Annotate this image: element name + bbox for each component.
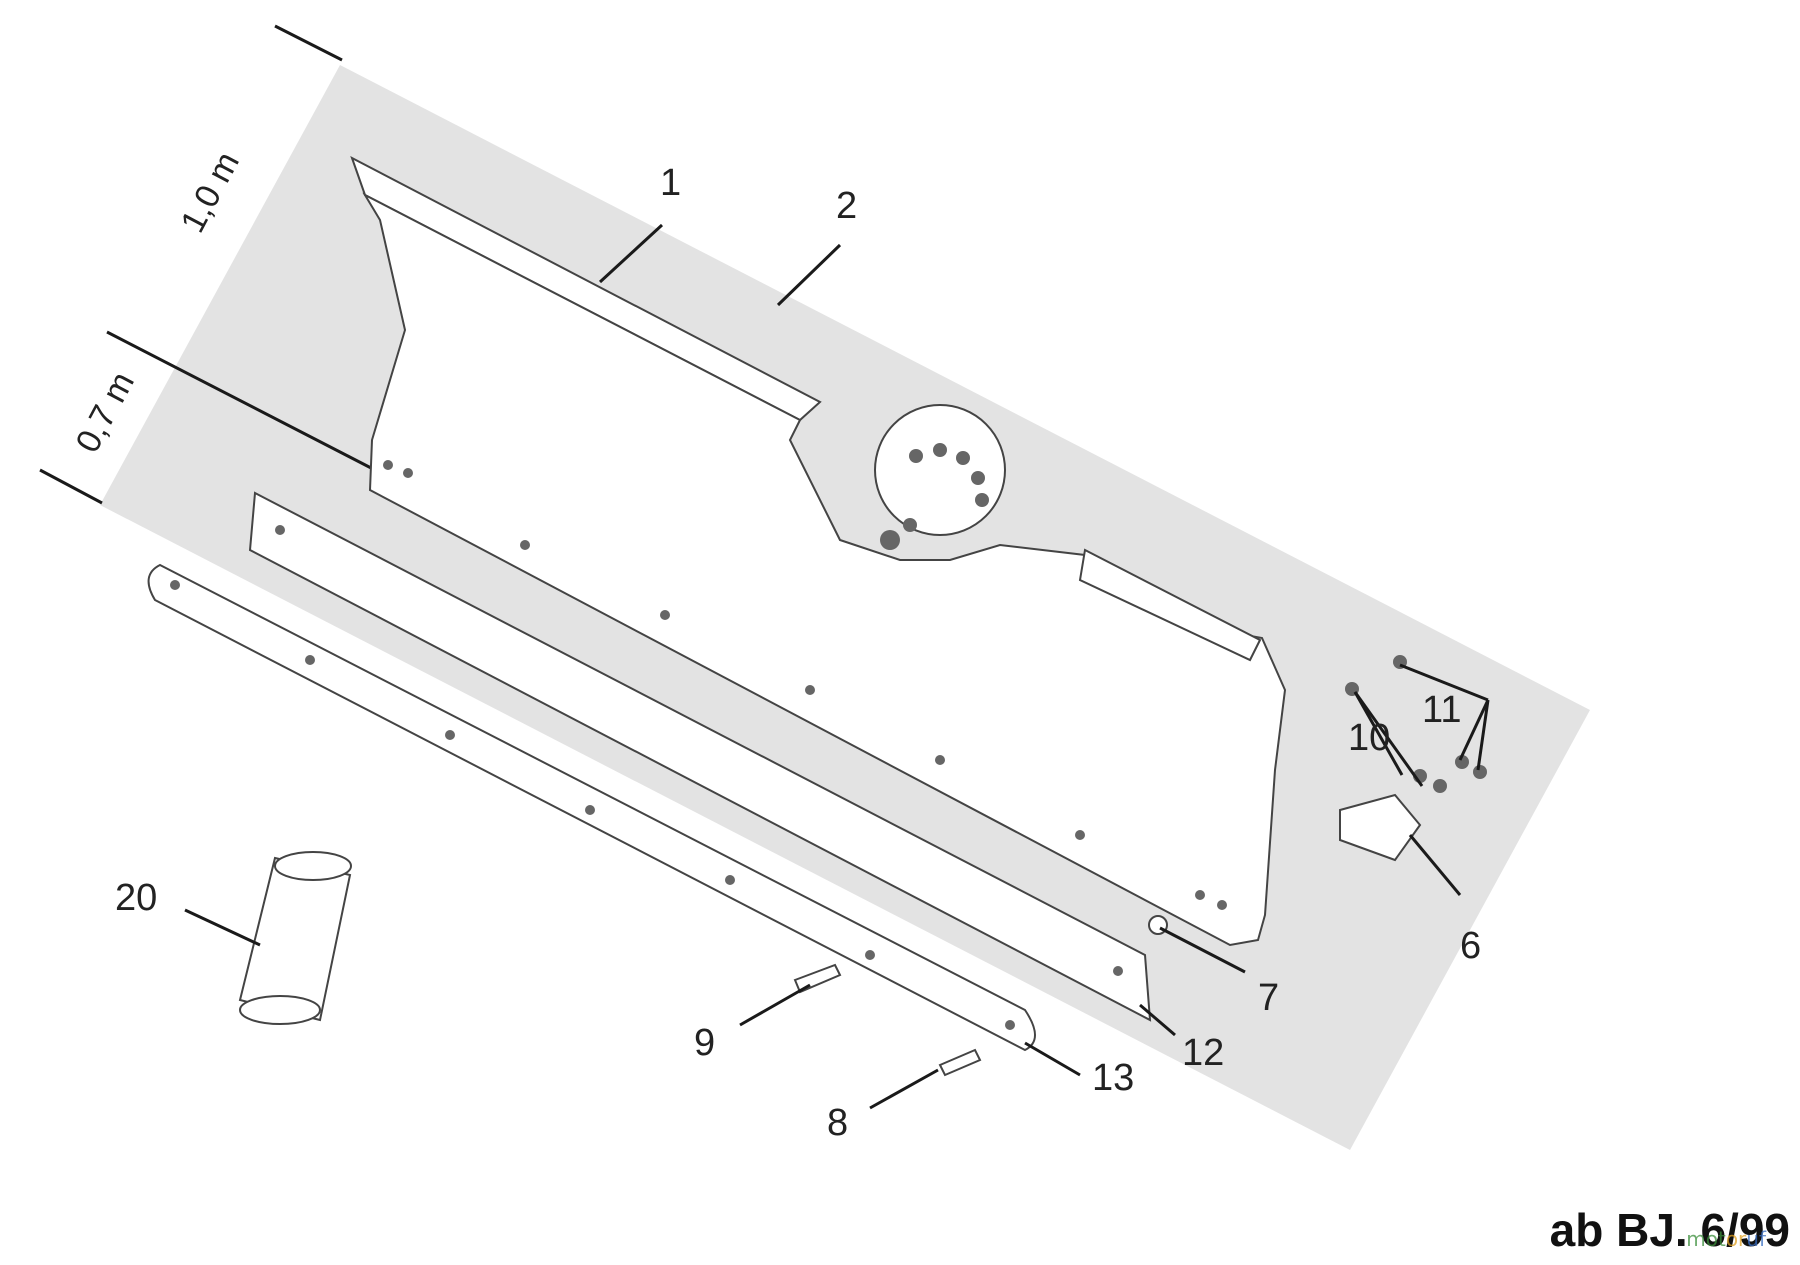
bracket-part [1339, 793, 1422, 862]
callout-20: 20 [115, 877, 157, 919]
edition-label: ab BJ. 6/99 [1549, 1204, 1790, 1256]
callout-9: 9 [694, 1022, 715, 1064]
callout-8: 8 [827, 1102, 848, 1144]
dimension-width-label: 1,0 m [174, 146, 247, 239]
callout-1: 1 [660, 162, 681, 204]
callout-10: 10 [1348, 717, 1390, 759]
callout-6: 6 [1460, 925, 1481, 967]
wear-strip [248, 491, 1152, 1022]
paint-can [238, 851, 352, 1025]
dimension-line-mid [106, 330, 376, 472]
rubber-strip [147, 563, 1036, 1052]
callout-11: 11 [1422, 689, 1461, 731]
screw-part [793, 963, 842, 994]
callout-7: 7 [1258, 977, 1279, 1019]
screw-part-2 [938, 1048, 982, 1077]
leader-lines [184, 223, 1490, 1110]
watermark-logo: motoruf [1686, 1227, 1766, 1251]
callout-2: 2 [836, 185, 857, 227]
callout-12: 12 [1182, 1032, 1224, 1074]
dimension-line-bottom [39, 468, 103, 505]
callout-13: 13 [1092, 1057, 1134, 1099]
snow-blade [350, 155, 1287, 947]
dimension-height-label: 0,7 m [69, 366, 142, 459]
dimension-line-top [274, 24, 343, 62]
